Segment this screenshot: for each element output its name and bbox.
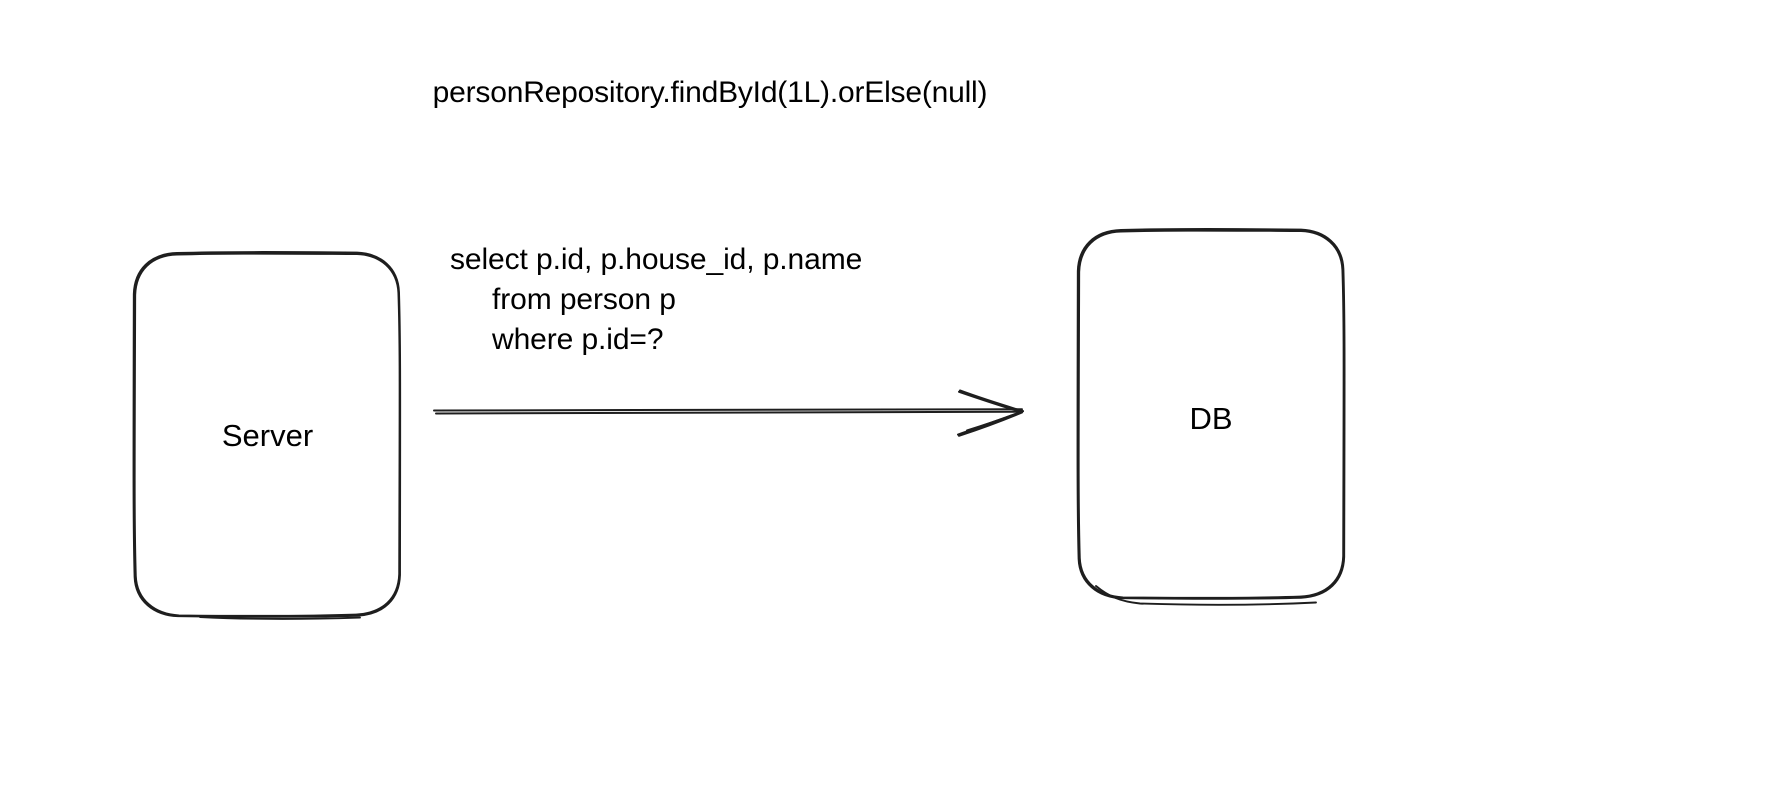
db-node-shape[interactable] — [1076, 227, 1346, 606]
server-node-label: Server — [221, 418, 314, 453]
edge-label-line-3: where p.id=? — [492, 323, 664, 356]
edge-label-line-2: from person p — [492, 283, 676, 316]
edge-label-line-1: select p.id, p.house_id, p.name — [450, 243, 863, 276]
server-to-db-arrow[interactable] — [433, 389, 1024, 437]
diagram-title: personRepository.findById(1L).orElse(nul… — [432, 76, 988, 109]
db-node-label: DB — [1189, 401, 1233, 436]
server-node-shape[interactable] — [132, 250, 402, 620]
